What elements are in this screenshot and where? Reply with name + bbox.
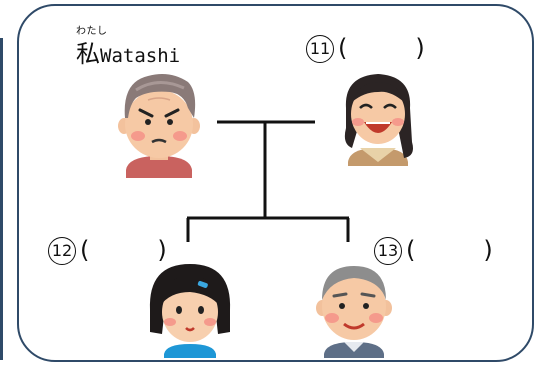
self-ruby: わたし	[76, 26, 108, 37]
girl-icon	[149, 264, 231, 358]
blank-13: 13()	[374, 236, 493, 265]
middle-aged-man-icon	[316, 266, 392, 358]
blank-12-number: 12	[48, 237, 76, 265]
left-margin-bar	[0, 38, 3, 360]
self-romaji: Watashi	[100, 45, 181, 67]
blank-11-close: )	[415, 34, 425, 62]
self-kanji: 私	[76, 40, 100, 68]
blank-12-open: (	[80, 236, 90, 264]
blank-13-open: (	[406, 236, 416, 264]
blank-11: 11()	[306, 34, 425, 63]
blank-11-number: 11	[306, 35, 334, 63]
blank-13-number: 13	[374, 237, 402, 265]
family-tree-frame	[17, 4, 534, 362]
old-man-grumpy-icon	[118, 74, 200, 178]
blank-12-close: )	[157, 236, 167, 264]
old-woman-laughing-icon	[344, 74, 413, 166]
self-label: 私Watashi	[76, 34, 180, 69]
blank-12: 12()	[48, 236, 167, 265]
blank-11-open: (	[338, 34, 348, 62]
blank-13-close: )	[483, 236, 493, 264]
